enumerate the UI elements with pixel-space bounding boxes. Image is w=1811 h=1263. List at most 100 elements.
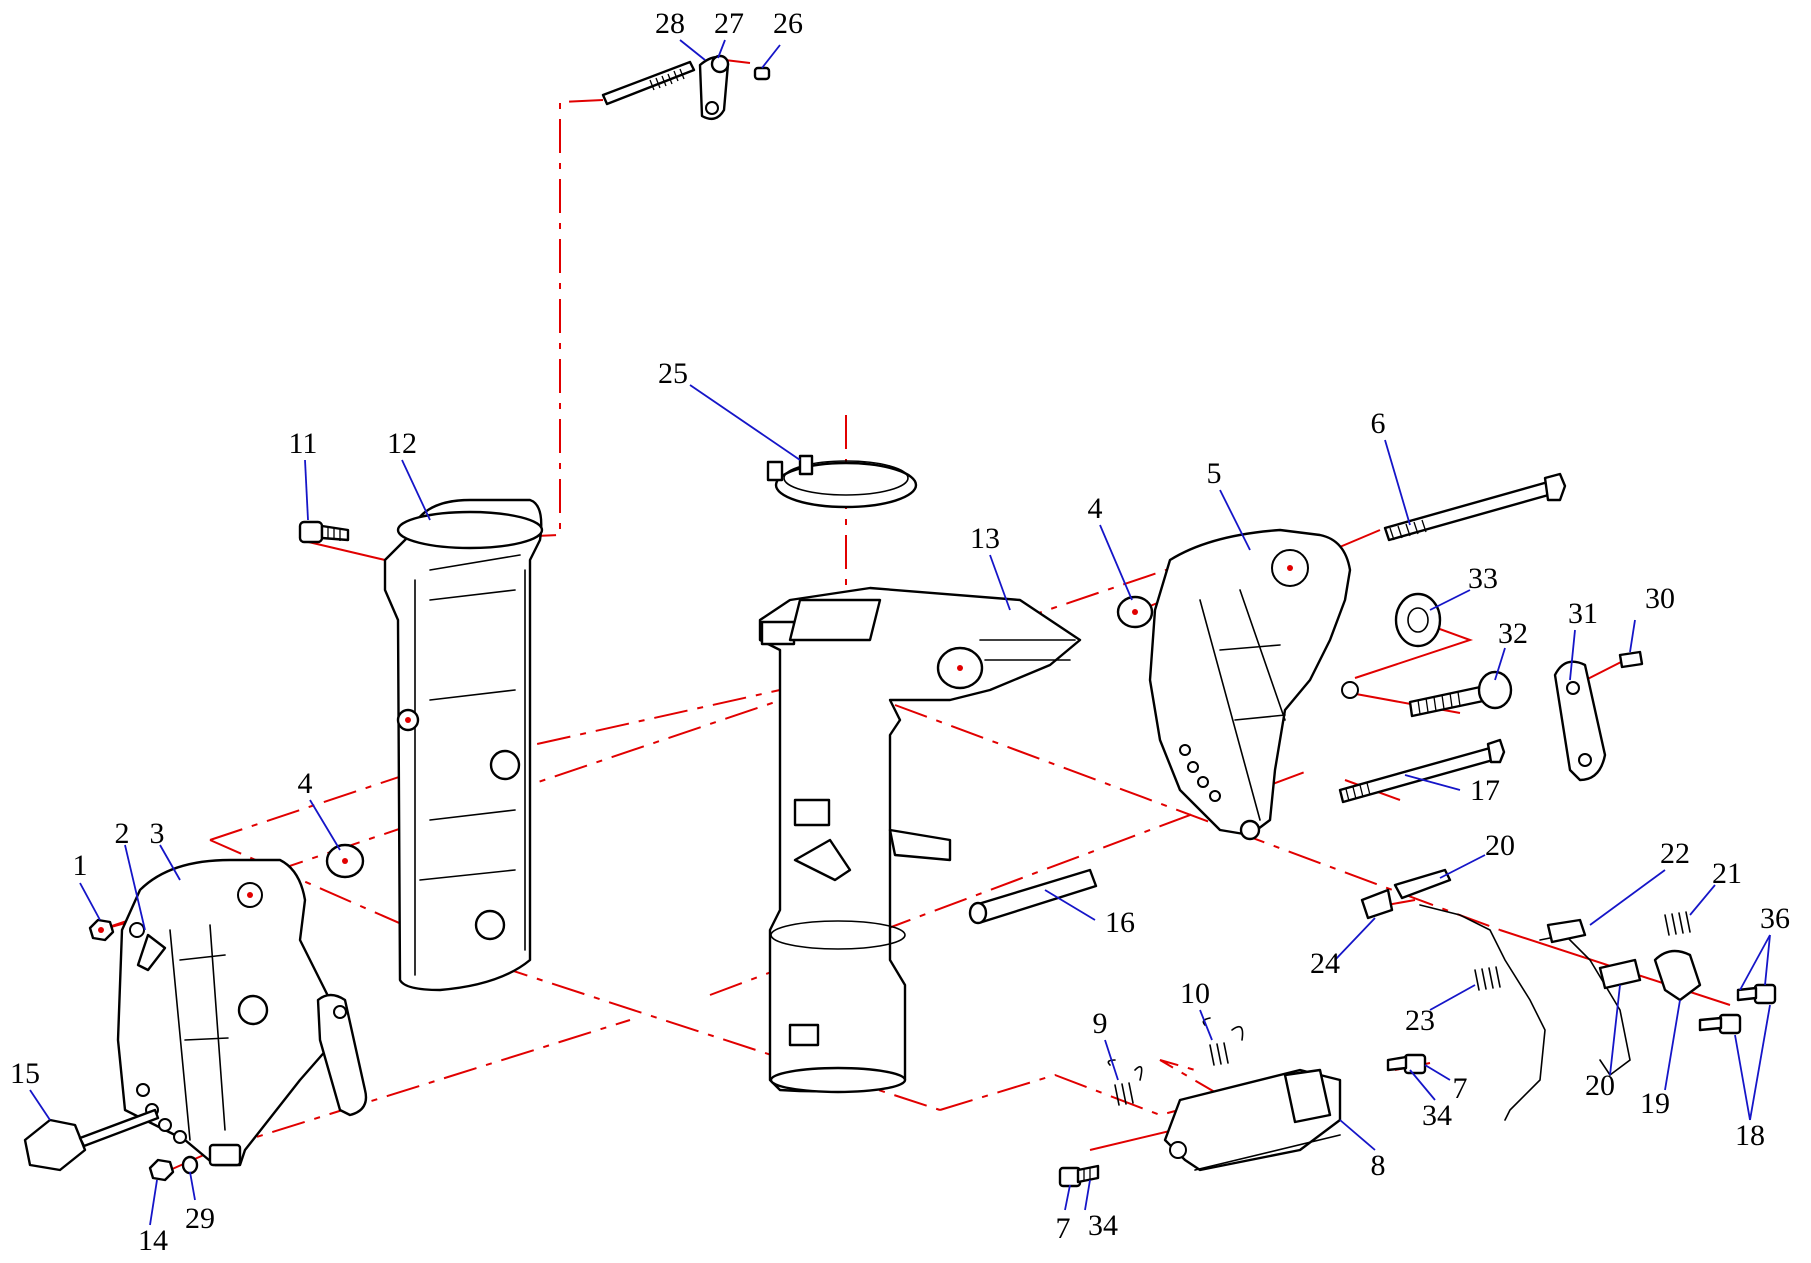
nut-14-shape — [148, 1158, 175, 1182]
leader-6 — [1384, 439, 1411, 526]
leader-21 — [1689, 884, 1716, 916]
callout-34-upper: 34 — [1422, 1099, 1452, 1132]
part-bolt-7-upper — [1386, 1053, 1427, 1075]
stern-bracket-5-ribs — [1199, 589, 1286, 821]
leader-4-left — [309, 799, 341, 851]
part-bolt-6 — [1383, 472, 1567, 542]
cam-lever-pivot — [710, 54, 730, 74]
part-stern-bracket-5 — [1148, 528, 1359, 841]
swivel-top-cap — [788, 598, 882, 642]
band-ring — [774, 461, 918, 509]
part-lever-31 — [1553, 660, 1607, 782]
part-bolt-11 — [298, 520, 350, 544]
clamp-body — [383, 498, 543, 992]
stern-bracket-5-foot — [1239, 819, 1261, 841]
band-tab-left — [766, 460, 784, 482]
callout-14: 14 — [138, 1224, 168, 1257]
pin-2-shape — [136, 933, 167, 972]
callout-6: 6 — [1371, 407, 1386, 440]
axis-line-11 — [299, 539, 386, 561]
part-band-25 — [766, 454, 918, 509]
axis-line-top-chain — [384, 99, 604, 561]
rod-16-body — [973, 868, 1098, 924]
pin-28 — [601, 60, 696, 106]
bolt-6-thread — [1389, 519, 1427, 541]
swivel-tube-bottom — [769, 1066, 907, 1094]
leader-36-a — [1739, 934, 1771, 991]
part-washer-29 — [181, 1155, 199, 1175]
stern-bracket-5-lower-hole — [1341, 681, 1359, 699]
swivel-stop-3 — [888, 828, 952, 862]
callout-13: 13 — [970, 522, 1000, 555]
spring-9-coil — [1107, 1059, 1143, 1106]
callout-3: 3 — [150, 817, 165, 850]
part-rod-16 — [968, 868, 1098, 925]
lever-31-hole-bottom — [1578, 753, 1592, 767]
bolt-11-shank — [320, 524, 350, 542]
callout-15: 15 — [10, 1057, 40, 1090]
leader-4-right — [1099, 524, 1133, 601]
callout-23: 23 — [1405, 1004, 1435, 1037]
callout-24: 24 — [1310, 947, 1340, 980]
band-tab-right — [798, 454, 814, 476]
leader-20-lower — [1609, 984, 1621, 1076]
callout-4-left: 4 — [298, 767, 313, 800]
bolt-11-head — [298, 520, 324, 544]
stern-bracket-pin-hole — [129, 922, 145, 938]
clamp-screw-pad — [23, 1118, 87, 1172]
leader-31 — [1569, 629, 1576, 681]
part-cap-33 — [1394, 592, 1442, 648]
clamp-arm-hole — [333, 1005, 347, 1019]
bolt-7-upper-head — [1403, 1053, 1427, 1075]
bolt-11-thread — [327, 527, 341, 541]
adjust-hole-4 — [173, 1130, 187, 1144]
callout-25: 25 — [658, 357, 688, 390]
clamp-axis-point — [405, 717, 411, 723]
leader-20-upper — [1439, 854, 1486, 879]
leader-30 — [1629, 619, 1636, 653]
part-bolt-18 — [1698, 1013, 1742, 1035]
cap-33-disc — [1394, 592, 1442, 648]
bolt-36-head — [1753, 983, 1777, 1005]
lever-31-hole-top — [1566, 681, 1580, 695]
callout-28: 28 — [655, 7, 685, 40]
bolt-6-head — [1543, 472, 1567, 502]
callout-20-upper: 20 — [1485, 829, 1515, 862]
callout-9: 9 — [1093, 1007, 1108, 1040]
callout-16: 16 — [1105, 906, 1135, 939]
axis-line-left-upper-b — [209, 769, 421, 841]
lever-8-edge — [1194, 1134, 1341, 1171]
callout-5: 5 — [1207, 457, 1222, 490]
callout-36: 36 — [1760, 902, 1790, 935]
leader-27 — [717, 39, 726, 59]
leader-25 — [689, 384, 801, 461]
leader-9 — [1104, 1039, 1119, 1081]
leader-12 — [401, 459, 431, 521]
stern-bracket-ribs — [169, 924, 229, 1141]
adj-5-hole-2 — [1187, 761, 1199, 773]
callout-11: 11 — [289, 427, 318, 460]
leader-19 — [1664, 999, 1681, 1091]
part-spring-9 — [1107, 1059, 1143, 1106]
sleeve-20-lower — [1598, 958, 1642, 990]
part-lever-8 — [1163, 1068, 1342, 1172]
callout-10: 10 — [1180, 977, 1210, 1010]
washer-4-left-hole — [342, 858, 348, 864]
leader-29 — [189, 1171, 196, 1201]
callout-18: 18 — [1735, 1119, 1765, 1152]
callout-29: 29 — [185, 1202, 215, 1235]
part-washer-4-left — [325, 843, 365, 879]
axis-line-to-tilt-lever — [894, 704, 1501, 931]
axis-line-lower-left — [214, 1019, 631, 1151]
leader-23 — [1429, 984, 1476, 1011]
swivel-arm-lines — [979, 639, 1076, 661]
screw-32-thread — [1417, 691, 1461, 715]
axis-line-28-27-26 — [724, 59, 751, 64]
leader-36-b — [1764, 934, 1771, 986]
adjust-hole-3 — [158, 1118, 172, 1132]
bracket-19 — [1653, 949, 1702, 1002]
bolt-17-head — [1486, 738, 1506, 764]
callout-30: 30 — [1645, 582, 1675, 615]
leader-16 — [1044, 889, 1096, 921]
